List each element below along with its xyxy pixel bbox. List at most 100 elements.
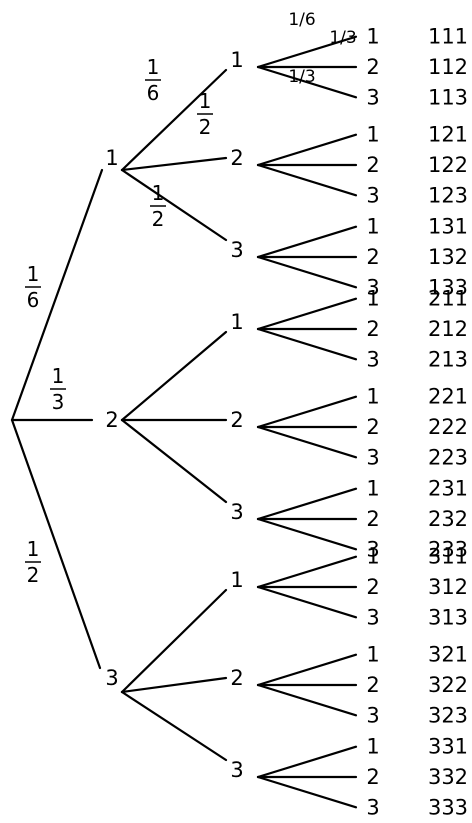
branch-31-to-3: [256, 585, 358, 619]
outcome-331: 331: [428, 735, 468, 759]
leaf-122: 2: [366, 153, 379, 177]
branch-1-to-1: [120, 68, 228, 172]
outcome-113: 113: [428, 85, 468, 109]
node-level2-21: 1: [230, 310, 243, 334]
leaf-212: 2: [366, 317, 379, 341]
leaf-333: 3: [366, 795, 379, 819]
leaf-133: 3: [366, 275, 379, 299]
prob-root-to-1-numerator: 1: [27, 262, 40, 286]
branch-33-to-1: [256, 745, 358, 779]
branch-22-to-1: [256, 395, 358, 429]
outcome-233: 233: [428, 537, 468, 561]
leaf-331: 1: [366, 735, 379, 759]
outcome-323: 323: [428, 703, 468, 727]
outcome-222: 222: [428, 415, 468, 439]
branch-22-to-3: [256, 425, 358, 459]
outcome-332: 332: [428, 765, 468, 789]
node-level2-13: 3: [230, 238, 243, 262]
outcome-112: 112: [428, 55, 468, 79]
node-level2-11: 1: [230, 48, 243, 72]
node-level2-33: 3: [230, 758, 243, 782]
branch-root-to-3: [10, 418, 102, 670]
leaf-321: 1: [366, 643, 379, 667]
branch-31-to-1: [256, 555, 358, 589]
leaf-131: 1: [366, 215, 379, 239]
node-level2-32: 2: [230, 666, 243, 690]
node-level1-2: 2: [105, 408, 118, 432]
outcome-213: 213: [428, 347, 468, 371]
outcome-133: 133: [428, 275, 468, 299]
branch-12-to-1: [256, 133, 358, 167]
node-level2-22: 2: [230, 408, 243, 432]
prob-root-to-2-denominator: 3: [52, 390, 65, 414]
branch-32-to-3: [256, 683, 358, 717]
branch-13-to-1: [256, 225, 358, 259]
leaf-322: 2: [366, 673, 379, 697]
leaf-233: 3: [366, 537, 379, 561]
leaf-132: 2: [366, 245, 379, 269]
leaf-213: 3: [366, 347, 379, 371]
prob-root-to-2-numerator: 1: [52, 364, 65, 388]
branch-33-to-3: [256, 775, 358, 809]
leaf-121: 1: [366, 123, 379, 147]
branch-32-to-1: [256, 653, 358, 687]
outcome-123: 123: [428, 183, 468, 207]
node-level1-1: 1: [105, 146, 118, 170]
branch-11-to-1: [256, 35, 358, 69]
branch-3-to-2: [120, 676, 228, 694]
prob-1-to-1-denominator: 6: [147, 81, 160, 105]
outcome-312: 312: [428, 575, 468, 599]
node-level1-3: 3: [105, 666, 118, 690]
branch-root-to-1: [10, 168, 104, 422]
outcome-322: 322: [428, 673, 468, 697]
outcome-122: 122: [428, 153, 468, 177]
outcome-211: 211: [428, 287, 468, 311]
leaf-112: 2: [366, 55, 379, 79]
leaf-113: 3: [366, 85, 379, 109]
branch-1-to-2: [120, 156, 228, 172]
branch-23-to-3: [256, 517, 358, 551]
node-level2-31: 1: [230, 568, 243, 592]
leaf-312: 2: [366, 575, 379, 599]
branch-13-to-3: [256, 255, 358, 289]
outcome-223: 223: [428, 445, 468, 469]
branch-1-to-3: [120, 168, 228, 242]
prob-11-to-3: 1/3: [288, 67, 315, 87]
prob-root-to-1-denominator: 6: [27, 288, 40, 312]
prob-1-to-1-numerator: 1: [147, 55, 160, 79]
leaf-311: 1: [366, 545, 379, 569]
branch-23-to-1: [256, 487, 358, 521]
leaf-111: 1: [366, 25, 379, 49]
branch-11-to-3: [256, 65, 358, 99]
leaf-323: 3: [366, 703, 379, 727]
prob-11-to-1: 1/6: [288, 10, 315, 30]
prob-1-to-3-numerator: 1: [152, 181, 165, 205]
leaf-232: 2: [366, 507, 379, 531]
leaf-313: 3: [366, 605, 379, 629]
outcome-212: 212: [428, 317, 468, 341]
prob-11-to-2: 1/3: [329, 28, 356, 48]
leaf-221: 1: [366, 385, 379, 409]
leaf-211: 1: [366, 287, 379, 311]
leaf-332: 2: [366, 765, 379, 789]
branch-12-to-3: [256, 163, 358, 197]
outcome-132: 132: [428, 245, 468, 269]
branch-3-to-1: [120, 588, 228, 694]
leaf-223: 3: [366, 445, 379, 469]
node-level2-23: 3: [230, 500, 243, 524]
outcome-313: 313: [428, 605, 468, 629]
node-level2-12: 2: [230, 146, 243, 170]
branch-21-to-1: [256, 297, 358, 331]
prob-root-to-3-denominator: 2: [27, 563, 40, 587]
prob-root-to-3-numerator: 1: [27, 537, 40, 561]
outcome-231: 231: [428, 477, 468, 501]
branch-2-to-1: [120, 330, 228, 422]
outcome-121: 121: [428, 123, 468, 147]
outcome-111: 111: [428, 25, 468, 49]
leaf-222: 2: [366, 415, 379, 439]
leaf-231: 1: [366, 477, 379, 501]
outcome-131: 131: [428, 215, 468, 239]
outcome-321: 321: [428, 643, 468, 667]
